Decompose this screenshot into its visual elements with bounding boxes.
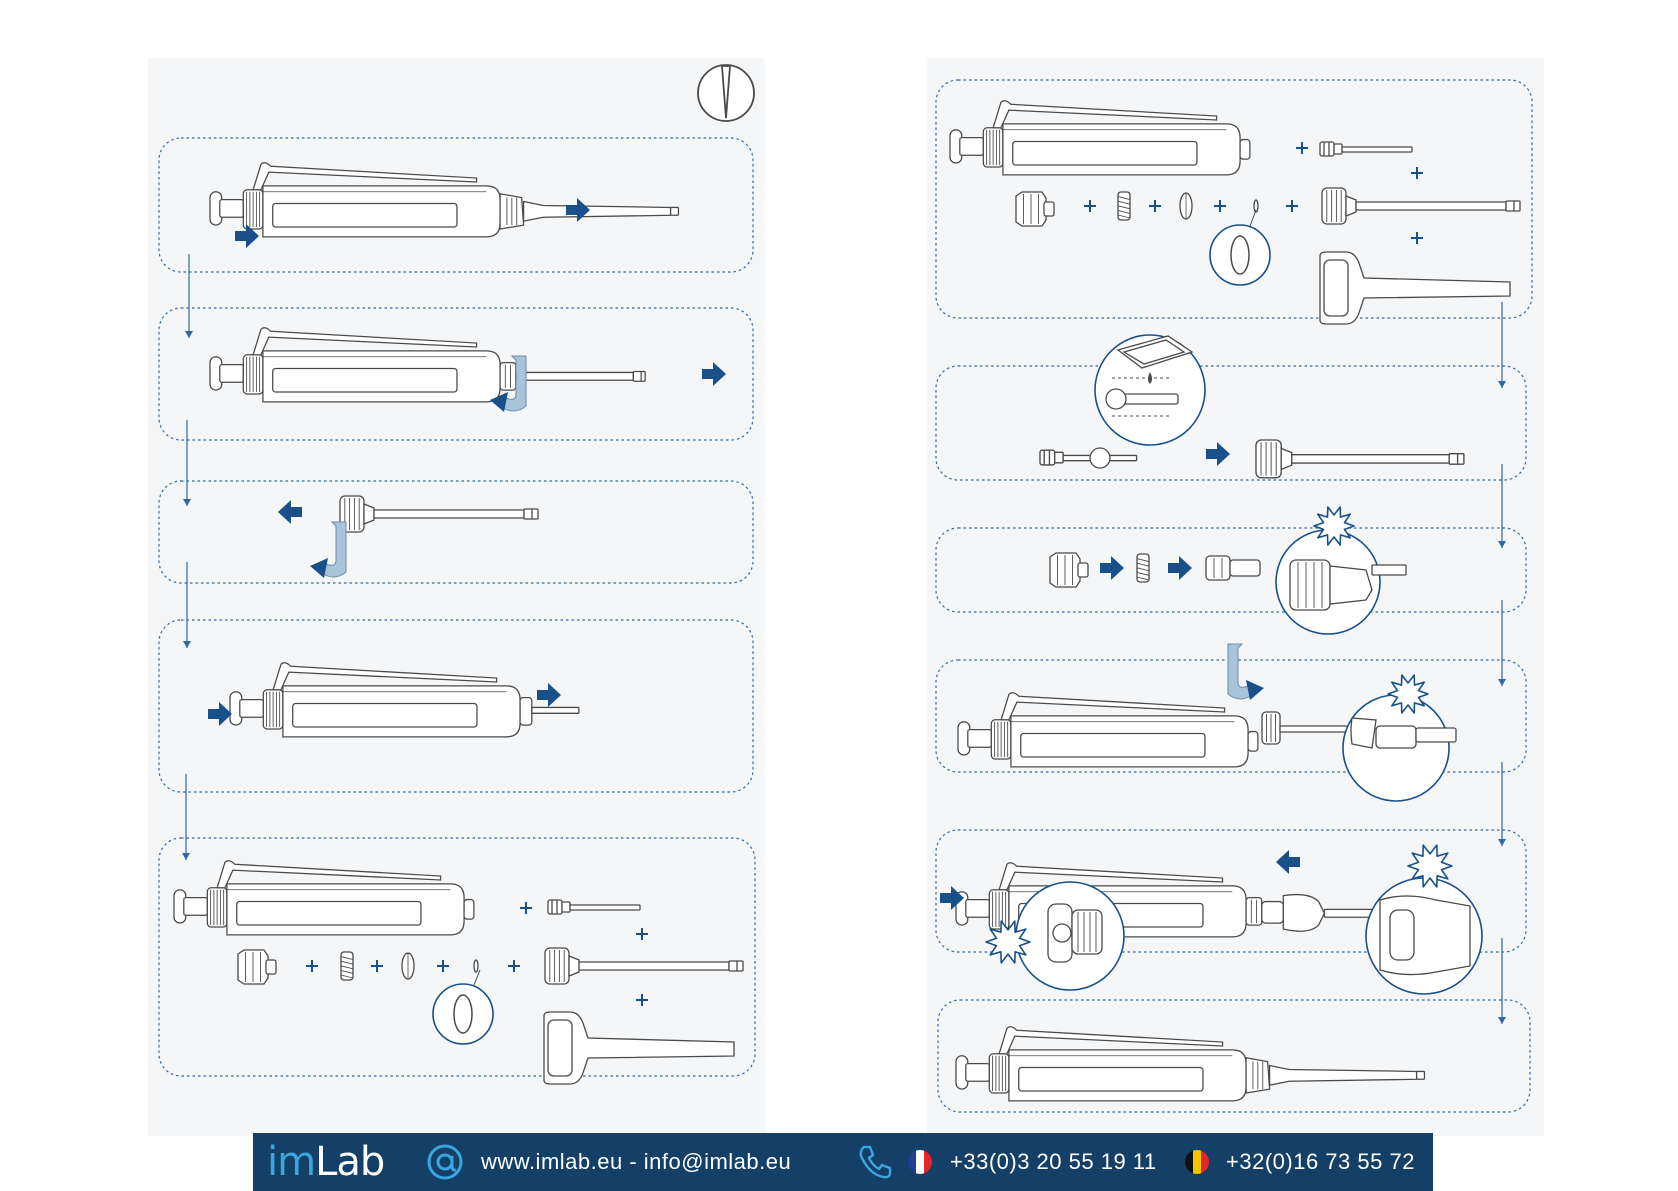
piston-ring [1090,448,1110,468]
phone-icon [855,1142,895,1182]
spring-part [341,952,353,980]
footer-bar: imLab www.imlab.eu - info@imlab.eu +33(0… [253,1133,1433,1191]
pipette-tip-icon [698,65,754,121]
spring-part [1118,192,1130,220]
contact-text[interactable]: www.imlab.eu - info@imlab.eu [481,1133,791,1191]
phone-france[interactable]: +33(0)3 20 55 19 11 [950,1133,1157,1191]
seal-assembly [1206,556,1260,580]
ejector-closeup [1380,896,1470,975]
seal-part [1180,193,1192,219]
belgium-flag-icon [1185,1150,1209,1174]
magnifier-circle [433,984,493,1044]
plunger-closeup [1048,904,1102,962]
imlab-logo: imLab [267,1135,384,1189]
seal-part [402,953,414,979]
france-flag-icon [908,1150,932,1174]
phone-belgium[interactable]: +32(0)16 73 55 72 [1226,1133,1415,1191]
magnifier-circle [1210,225,1270,285]
at-sign-icon [425,1142,465,1182]
spring-part [1137,554,1149,582]
